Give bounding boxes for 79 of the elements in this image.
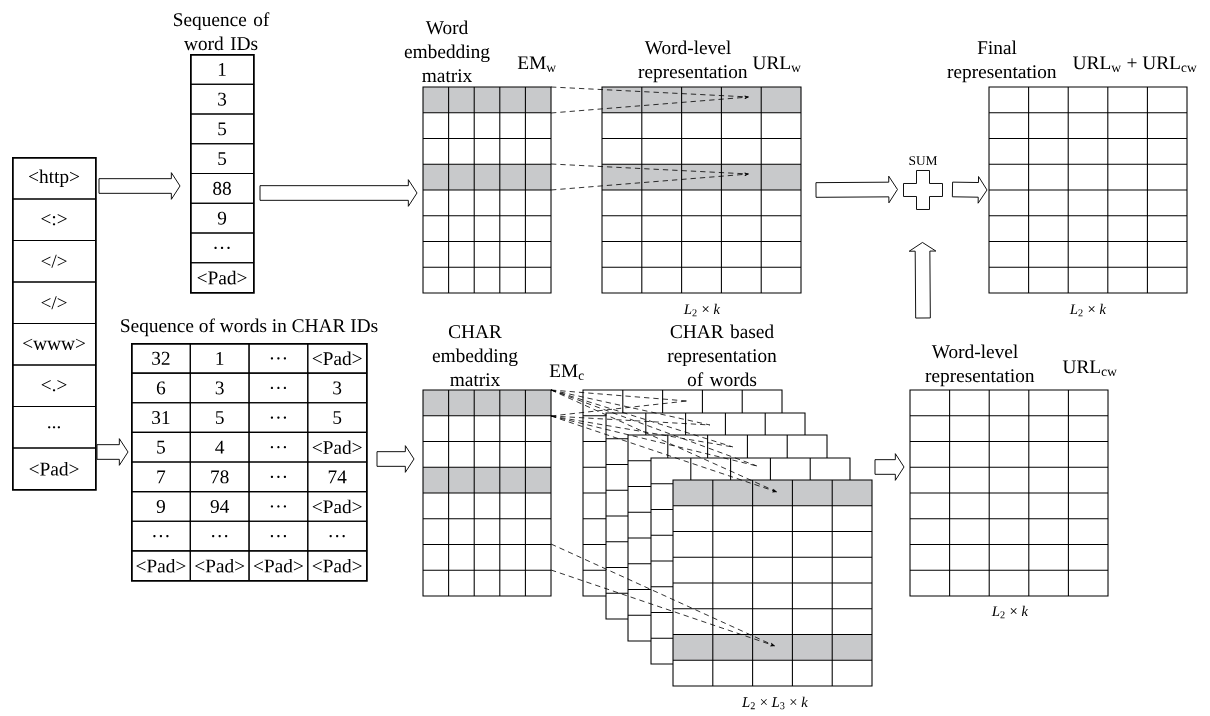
table-cell: 9 xyxy=(131,491,191,522)
table-cell: … xyxy=(248,431,309,463)
table-cell: 88 xyxy=(190,173,255,204)
block-arrow xyxy=(376,445,415,473)
matrix-title: Word embedding matrix xyxy=(404,20,490,83)
block-arrow xyxy=(908,242,937,319)
table-cell: <:> xyxy=(12,198,97,242)
table-cell: 5 xyxy=(189,402,250,433)
block-arrow xyxy=(951,176,988,204)
table-cell: <http> xyxy=(12,157,97,200)
table-cell: … xyxy=(248,520,309,552)
table-cell: 3 xyxy=(307,372,368,404)
table-cell: … xyxy=(248,491,309,522)
table-cell: 3 xyxy=(190,83,255,115)
table-cell: <Pad> xyxy=(131,550,191,582)
table-cell: 5 xyxy=(190,113,255,145)
matrix-title: Word-level representation xyxy=(638,40,748,83)
table-cell: 94 xyxy=(189,491,250,522)
table-cell: </> xyxy=(12,240,97,283)
table-cell: 9 xyxy=(190,202,255,234)
dimension-label: L$_{2}$ × k xyxy=(1069,303,1107,317)
table-cell: </> xyxy=(12,281,97,325)
table-cell: 3 xyxy=(189,372,250,404)
table-cell: 6 xyxy=(131,372,191,404)
block-arrow xyxy=(874,453,905,481)
table-cell: … xyxy=(248,402,309,433)
projection-line xyxy=(550,163,750,191)
table-cell: 1 xyxy=(189,343,250,374)
matrix-title: Word-level representation xyxy=(925,344,1035,387)
matrix-label: URL$_{w}$ xyxy=(752,56,801,73)
table-cell: 7 xyxy=(131,461,191,493)
block-arrow xyxy=(98,172,181,200)
matrix-label: EM$_{c}$ xyxy=(549,364,584,381)
matrix-label: URL$_{cw}$ xyxy=(1062,360,1117,377)
table-cell: <Pad> xyxy=(307,343,368,374)
table-cell: 5 xyxy=(131,431,191,463)
matrix-title: CHAR based representation of words xyxy=(667,324,777,387)
matrix-title: CHAR embedding matrix xyxy=(432,325,518,387)
projection-line xyxy=(550,543,776,647)
table-cell: … xyxy=(248,372,309,404)
table-title: Sequence of word IDs xyxy=(174,12,270,51)
dimension-label: L$_{2}$ × k xyxy=(683,303,721,317)
table-cell: 32 xyxy=(131,343,191,374)
dimension-label: L$_{2}$ × L$_{3}$ × k xyxy=(741,696,808,710)
table-cell: <Pad> xyxy=(190,262,255,294)
table-cell: <Pad> xyxy=(248,550,309,582)
sum-label: SUM xyxy=(909,156,938,166)
table-cell: 78 xyxy=(189,461,250,493)
table-cell: 4 xyxy=(189,431,250,463)
table-cell: 5 xyxy=(307,402,368,433)
table-cell: … xyxy=(248,343,309,374)
table-cell: <.> xyxy=(12,364,97,408)
table-cell: ... xyxy=(12,406,97,449)
table-cell: <Pad> xyxy=(307,431,368,463)
table-cell: 5 xyxy=(190,143,255,175)
table-cell: <Pad> xyxy=(189,550,250,582)
table-cell: … xyxy=(307,520,368,552)
table-cell: <Pad> xyxy=(12,447,97,491)
table xyxy=(12,157,97,491)
table-cell: <Pad> xyxy=(307,550,368,582)
table-title: Sequence of words in CHAR IDs xyxy=(121,318,378,337)
table-cell: <Pad> xyxy=(307,491,368,522)
dimension-label: L$_{2}$ × k xyxy=(991,605,1029,619)
block-arrow xyxy=(259,179,418,207)
table-cell: … xyxy=(131,520,191,552)
projection-line xyxy=(550,86,750,114)
table-cell: 31 xyxy=(131,402,191,433)
matrix-label: URL$_{w}$ + URL$_{cw}$ xyxy=(1073,56,1197,73)
table-cell: <www> xyxy=(12,323,97,366)
table-cell: … xyxy=(189,520,250,552)
matrix-label: EM$_{w}$ xyxy=(517,56,556,73)
table-cell: 74 xyxy=(307,461,368,493)
block-arrow xyxy=(815,175,898,204)
projection-line xyxy=(550,389,778,493)
table-cell: … xyxy=(248,461,309,493)
table-cell: 1 xyxy=(190,54,255,85)
table-cell: … xyxy=(190,232,255,264)
matrix-title: Final representation xyxy=(947,40,1057,83)
block-arrow xyxy=(96,438,129,466)
